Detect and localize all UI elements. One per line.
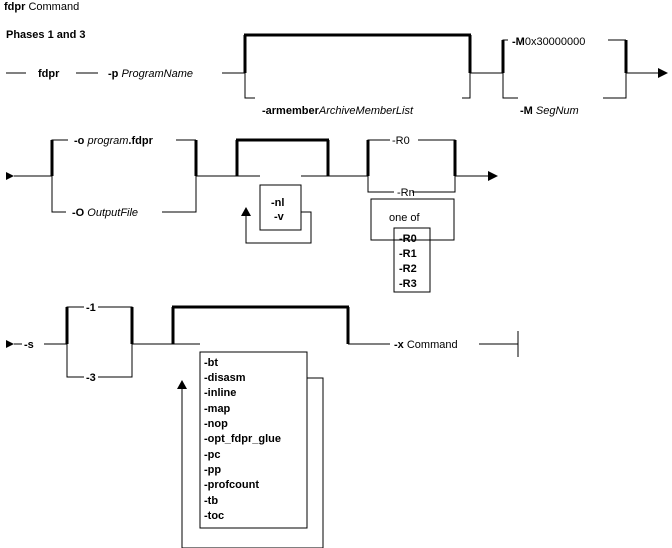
v-option: -v	[274, 211, 285, 223]
option-pp: -pp	[204, 464, 221, 476]
x-option: -x Command	[394, 339, 458, 351]
fdpr-command-label: fdpr	[38, 68, 60, 80]
p-option: -p ProgramName	[108, 68, 193, 80]
phase-label: Phases 1 and 3	[6, 29, 86, 41]
diagram-title: fdpr Command	[4, 1, 79, 13]
row3-thick-bars	[65, 305, 350, 344]
s-default-value: -1	[86, 302, 96, 314]
option-pc: -pc	[204, 449, 221, 461]
option-disasm: -disasm	[204, 372, 246, 384]
o-default-option: -o program.fdpr	[74, 135, 154, 147]
row2-start-arrow	[6, 172, 14, 180]
row1-thick-bars	[243, 33, 628, 73]
r-option-3: -R3	[399, 278, 417, 290]
option-bt: -bt	[204, 357, 218, 369]
row1-continue-arrow	[658, 68, 668, 78]
row3-start-arrow	[6, 340, 14, 348]
options-repeat-arrow	[177, 380, 187, 389]
r-option-2: -R2	[399, 263, 417, 275]
r0-default-option: -R0	[392, 135, 410, 147]
r-option-1: -R1	[399, 248, 417, 260]
nl-v-repeat-arrow	[241, 207, 251, 216]
o-outputfile-option: -O OutputFile	[72, 207, 138, 219]
option-tb: -tb	[204, 495, 218, 507]
option-profcount: -profcount	[204, 479, 259, 491]
row2-continue-arrow	[488, 171, 498, 181]
s-option: -s	[24, 339, 34, 351]
option-opt-fdpr-glue: -opt_fdpr_glue	[204, 433, 281, 445]
rn-option: -Rn	[397, 187, 415, 199]
s-alt-value: -3	[86, 372, 96, 384]
option-nop: -nop	[204, 418, 228, 430]
m-default-option: -M0x30000000	[512, 36, 585, 48]
r-option-0: -R0	[399, 233, 417, 245]
row2-thick-bars	[50, 138, 457, 176]
option-map: -map	[204, 403, 231, 415]
nl-option: -nl	[271, 197, 284, 209]
m-segnum-option: -M SegNum	[520, 105, 579, 117]
option-toc: -toc	[204, 510, 224, 522]
option-inline: -inline	[204, 387, 236, 399]
one-of-label: one of	[389, 212, 421, 224]
armember-option: -armemberArchiveMemberList	[262, 105, 414, 117]
